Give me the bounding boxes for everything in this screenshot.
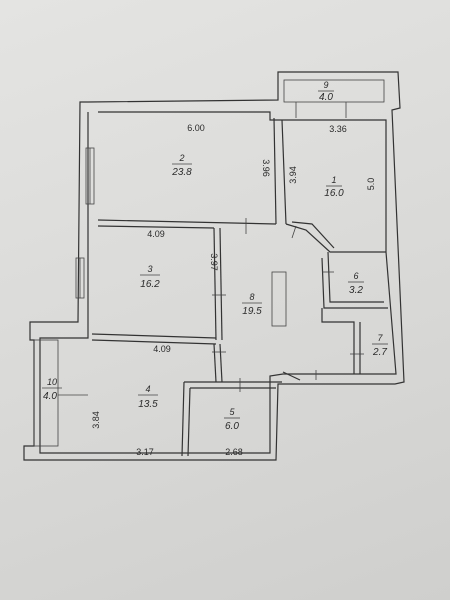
dim-room1-height-right: 5.0 [366,178,376,191]
room-6-area: 3.2 [349,285,363,296]
dim-room2-width: 6.00 [187,123,205,133]
room-2-number: 2 [178,153,184,163]
room-8-area: 19.5 [242,306,262,317]
room-9-area: 4.0 [319,92,333,103]
room-4-area: 13.5 [138,399,158,410]
windows [75,147,95,299]
room-10-number: 10 [47,377,57,387]
dim-room1-height-left: 3.94 [288,166,298,184]
room-labels: 1 16.0 2 23.8 3 16.2 4 13.5 5 6.0 6 3.2 … [42,80,388,432]
dim-room4-width: 4.09 [153,344,171,354]
dim-room4-height: 3.84 [91,411,101,429]
room-2-area: 23.8 [171,167,192,178]
room-1-area: 16.0 [324,188,344,199]
dim-room3-width: 4.09 [147,229,165,239]
dim-room2-height: 3.96 [261,159,271,177]
balcony-10 [33,339,88,447]
room-3-number: 3 [147,264,152,274]
door-marks [212,218,364,392]
room-10-area: 4.0 [43,391,57,402]
room-7-area: 2.7 [372,347,387,358]
balcony-9 [283,79,385,118]
room-6-number: 6 [353,271,358,281]
room-8-number: 8 [249,292,254,302]
interior-walls [91,117,388,457]
room-5-number: 5 [229,407,235,417]
outer-walls [23,71,405,461]
dimension-labels: 6.00 3.96 3.36 3.94 5.0 4.09 3.97 4.09 3… [91,123,376,457]
room-4-number: 4 [145,384,150,394]
room-1-number: 1 [331,175,336,185]
dim-room1-width: 3.36 [329,124,347,134]
room-7-number: 7 [377,333,383,343]
room-9-number: 9 [323,80,328,90]
room-5-area: 6.0 [225,421,239,432]
dim-room5-bottom: 2.68 [225,447,243,457]
room-3-area: 16.2 [140,279,160,290]
dim-room4-bottom: 3.17 [136,447,154,457]
dim-room3-height: 3.97 [209,253,219,271]
